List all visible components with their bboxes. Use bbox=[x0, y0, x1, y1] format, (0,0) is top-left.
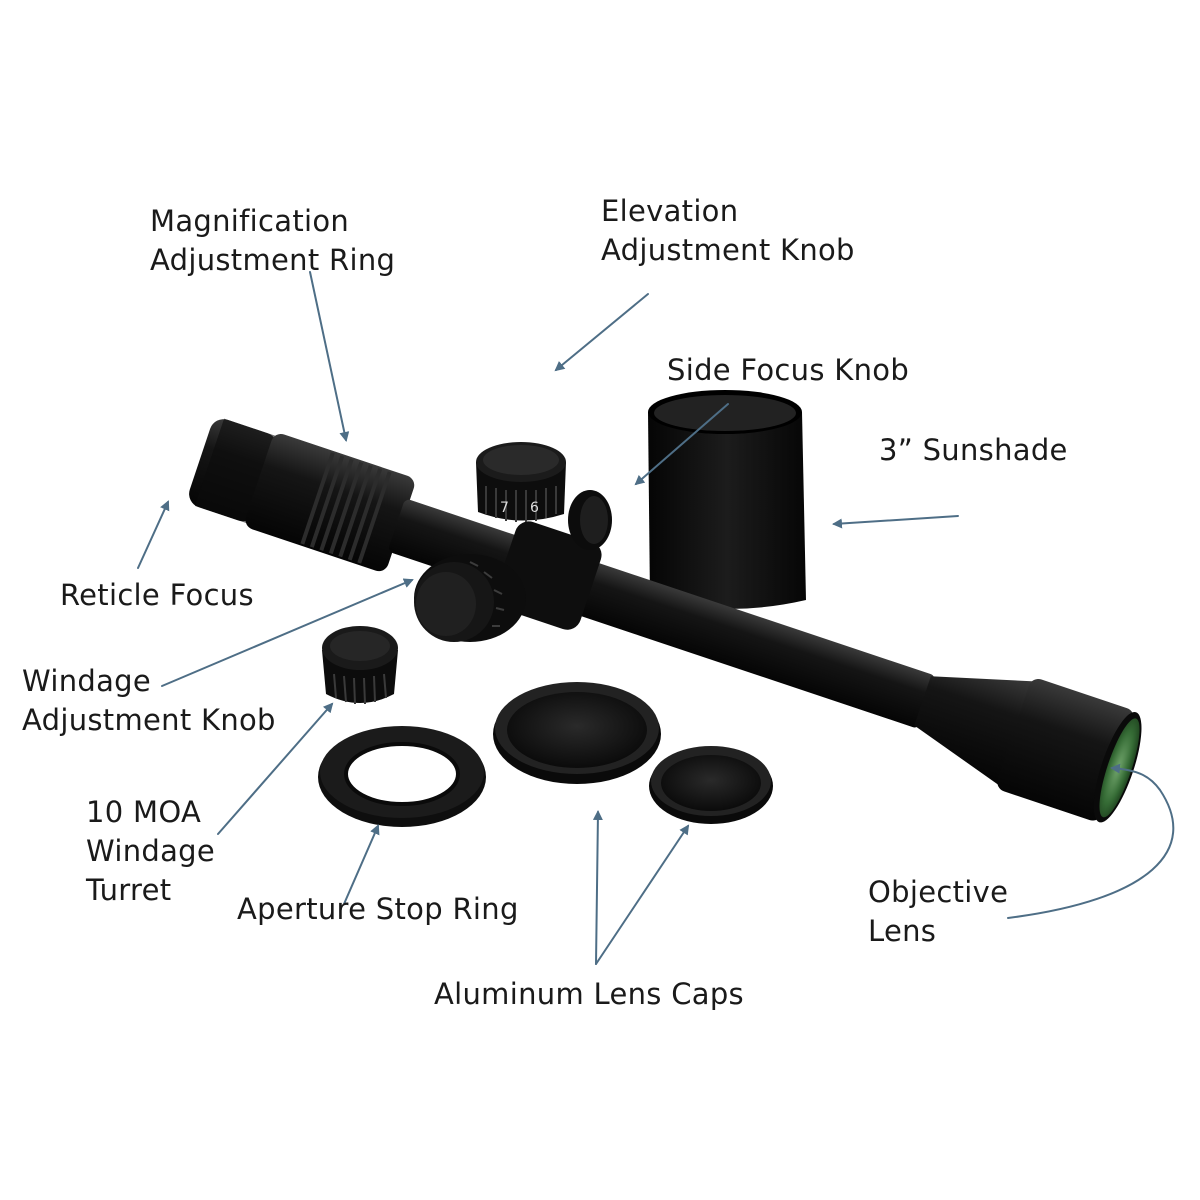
elevation-arrow bbox=[554, 293, 649, 372]
objective-lens-label: Objective Lens bbox=[868, 873, 1008, 951]
moa-turret-arrow bbox=[217, 702, 334, 835]
elevation-label: Elevation Adjustment Knob bbox=[601, 192, 855, 270]
lens-cap-arrow-right bbox=[595, 824, 690, 965]
aperture-ring-arrow bbox=[343, 824, 380, 905]
objective-lens-label-line2: Lens bbox=[868, 914, 937, 948]
side-focus-arrow bbox=[634, 403, 729, 486]
aperture-ring-illustration bbox=[318, 726, 486, 827]
sunshade-label-text: 3” Sunshade bbox=[879, 433, 1068, 467]
large-lens-cap-illustration bbox=[493, 682, 661, 784]
lens-cap-arrow-left bbox=[592, 810, 603, 965]
side-focus-label-text: Side Focus Knob bbox=[667, 353, 910, 387]
windage-knob-label-line1: Windage bbox=[22, 664, 152, 698]
aperture-ring-label: Aperture Stop Ring bbox=[237, 890, 519, 929]
turret-number-6: 6 bbox=[530, 500, 539, 516]
magnification-arrow bbox=[309, 271, 350, 442]
reticle-focus-arrow bbox=[137, 500, 170, 569]
moa-turret-label-line2: Windage bbox=[86, 834, 216, 868]
elevation-turret-illustration: 7 6 bbox=[476, 442, 566, 522]
sunshade-illustration bbox=[648, 390, 806, 609]
windage-knob-label: Windage Adjustment Knob bbox=[22, 662, 276, 740]
moa-turret-label-line3: Turret bbox=[86, 873, 172, 907]
sunshade-label: 3” Sunshade bbox=[879, 431, 1068, 470]
turret-number-7: 7 bbox=[500, 500, 509, 516]
moa-turret-label: 10 MOA Windage Turret bbox=[86, 793, 215, 910]
magnification-label-line1: Magnification bbox=[150, 204, 350, 238]
elevation-label-line2: Adjustment Knob bbox=[601, 233, 855, 267]
aperture-ring-label-text: Aperture Stop Ring bbox=[237, 892, 519, 926]
lens-caps-label: Aluminum Lens Caps bbox=[434, 975, 744, 1014]
moa-turret-label-line1: 10 MOA bbox=[86, 795, 202, 829]
side-focus-knob-illustration bbox=[568, 490, 612, 550]
side-focus-label: Side Focus Knob bbox=[667, 351, 909, 390]
magnification-label-line2: Adjustment Ring bbox=[150, 243, 396, 277]
moa-turret-illustration bbox=[322, 626, 398, 705]
elevation-label-line1: Elevation bbox=[601, 194, 739, 228]
reticle-focus-label-text: Reticle Focus bbox=[60, 578, 254, 612]
windage-knob-illustration bbox=[414, 554, 526, 642]
sunshade-arrow bbox=[832, 515, 959, 529]
lens-caps-label-text: Aluminum Lens Caps bbox=[434, 977, 744, 1011]
magnification-label: Magnification Adjustment Ring bbox=[150, 202, 395, 280]
windage-knob-arrow bbox=[161, 578, 414, 687]
objective-lens-label-line1: Objective bbox=[868, 875, 1009, 909]
objective-lens-arrow bbox=[1007, 763, 1175, 919]
small-lens-cap-illustration bbox=[649, 746, 773, 824]
reticle-focus-label: Reticle Focus bbox=[60, 576, 254, 615]
windage-knob-label-line2: Adjustment Knob bbox=[22, 703, 276, 737]
